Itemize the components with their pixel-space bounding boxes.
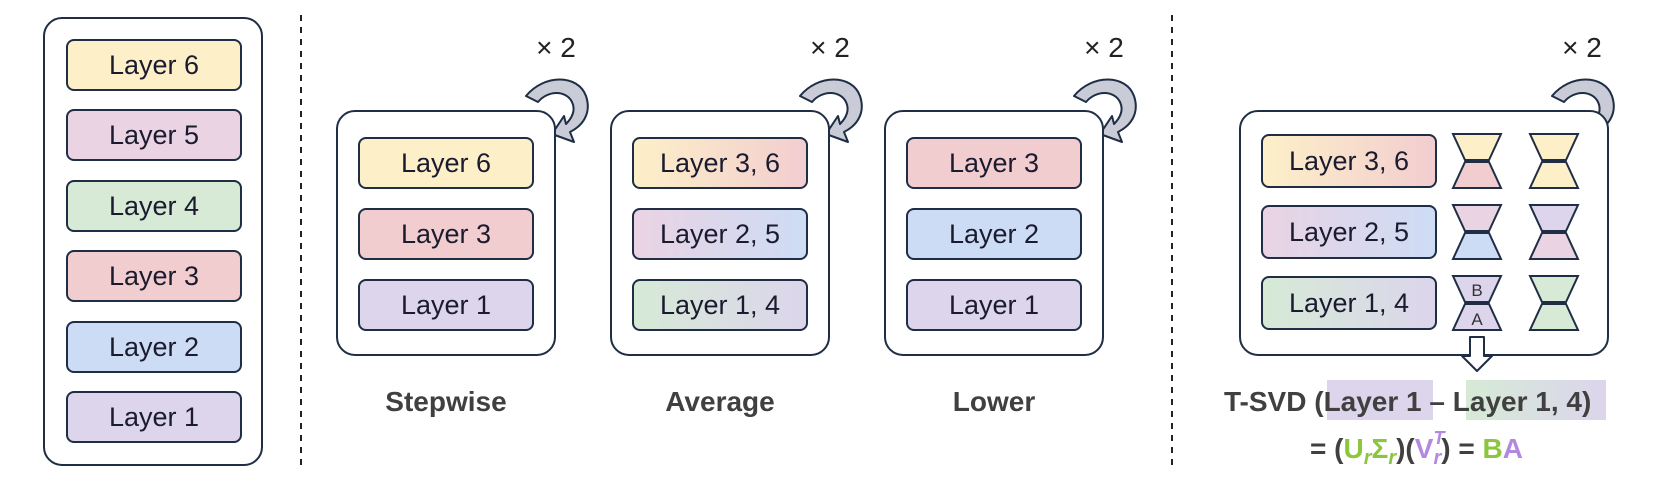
formula-tsvd: T-SVD (Layer 1 – Layer 1, 4) <box>1224 386 1591 417</box>
formula-b: B <box>1482 433 1502 464</box>
lora-adapter <box>1528 204 1580 260</box>
lora-adapter <box>1451 204 1503 260</box>
panel-tsvd: × 2 Layer 3, 6 Layer 2, 5 Layer 1, 4 B <box>1224 32 1615 469</box>
layer-block: Layer 1 <box>906 279 1082 331</box>
panel-lower: × 2 Layer 3 Layer 2 Layer 1 Lower <box>884 32 1137 417</box>
formula-mid: )( <box>1396 433 1415 464</box>
panel-stepwise: × 2 Layer 6 Layer 3 Layer 1 Stepwise <box>336 32 589 417</box>
layer-label: Layer 3, 6 <box>660 148 780 178</box>
layer-block: Layer 3, 6 <box>632 137 808 189</box>
layer-label: Layer 3 <box>401 219 491 249</box>
layer-label: Layer 1 <box>949 290 1039 320</box>
layer-label: Layer 1 <box>109 402 199 432</box>
lora-adapter <box>1528 275 1580 331</box>
repeat-label: × 2 <box>1084 32 1124 63</box>
layer-block: Layer 3 <box>358 208 534 260</box>
formula-term-layer14: Layer 1, 4 <box>1453 386 1583 417</box>
layer-block: Layer 6 <box>358 137 534 189</box>
layer-label: Layer 2 <box>949 219 1039 249</box>
layer-block: Layer 2 <box>66 321 242 373</box>
layer-block: Layer 2, 5 <box>632 208 808 260</box>
layer-block: Layer 6 <box>66 39 242 91</box>
formula-eq-open: = ( <box>1310 433 1344 464</box>
formula-r-sub: r <box>1433 447 1442 469</box>
formula-u: U <box>1343 433 1363 464</box>
adapter-b-label: B <box>1471 281 1482 300</box>
repeat-label: × 2 <box>810 32 850 63</box>
lora-adapter <box>1528 133 1580 189</box>
down-arrow-icon <box>1461 336 1493 372</box>
highlight-layer1 <box>1327 380 1433 420</box>
lora-adapter <box>1451 133 1503 189</box>
formula-r-sub: r <box>1388 447 1397 469</box>
highlight-layer14 <box>1466 380 1606 420</box>
layer-block: Layer 2, 5 <box>1261 205 1437 259</box>
adapter-a-label: A <box>1471 310 1483 329</box>
repeat-label: × 2 <box>1562 32 1602 63</box>
layer-block: Layer 3, 6 <box>1261 134 1437 188</box>
layer-block: Layer 3 <box>66 250 242 302</box>
layer-label: Layer 2, 5 <box>660 219 780 249</box>
layer-label: Layer 1, 4 <box>660 290 780 320</box>
repeat-label: × 2 <box>536 32 576 63</box>
caption-average: Average <box>665 386 774 417</box>
layer-block: Layer 1, 4 <box>632 279 808 331</box>
layer-label: Layer 1, 4 <box>1289 288 1409 318</box>
layer-block: Layer 1 <box>66 391 242 443</box>
layer-block: Layer 1, 4 <box>1261 276 1437 330</box>
layer-block: Layer 2 <box>906 208 1082 260</box>
formula-r-sub: r <box>1364 447 1373 469</box>
caption-lower: Lower <box>953 386 1036 417</box>
layer-block: Layer 1 <box>358 279 534 331</box>
layer-label: Layer 3 <box>949 148 1039 178</box>
formula-term-layer1: Layer 1 <box>1324 386 1422 417</box>
formula-prefix: T-SVD ( <box>1224 386 1324 417</box>
formula-sigma: Σ <box>1372 433 1389 464</box>
layer-label: Layer 2, 5 <box>1289 217 1409 247</box>
layer-label: Layer 6 <box>109 50 199 80</box>
lora-adapter-ba: B A <box>1451 275 1503 331</box>
layer-block: Layer 3 <box>906 137 1082 189</box>
layer-label: Layer 1 <box>401 290 491 320</box>
formula-v: V <box>1415 433 1434 464</box>
layer-label: Layer 2 <box>109 332 199 362</box>
full-model-stack: Layer 6 Layer 5 Layer 4 Layer 3 Layer 2 … <box>43 17 263 466</box>
layer-label: Layer 4 <box>109 191 199 221</box>
layer-block: Layer 5 <box>66 109 242 161</box>
formula-close: ) = <box>1441 433 1482 464</box>
layer-label: Layer 5 <box>109 120 199 150</box>
formula-t-sup: T <box>1433 428 1446 448</box>
caption-stepwise: Stepwise <box>385 386 506 417</box>
layer-label: Layer 3 <box>109 261 199 291</box>
formula-minus: – <box>1422 386 1453 417</box>
formula-a: A <box>1503 433 1523 464</box>
panel-average: × 2 Layer 3, 6 Layer 2, 5 Layer 1, 4 Ave… <box>610 32 863 417</box>
layer-block: Layer 4 <box>66 180 242 232</box>
layer-label: Layer 6 <box>401 148 491 178</box>
layer-label: Layer 3, 6 <box>1289 146 1409 176</box>
formula-suffix: ) <box>1582 386 1591 417</box>
